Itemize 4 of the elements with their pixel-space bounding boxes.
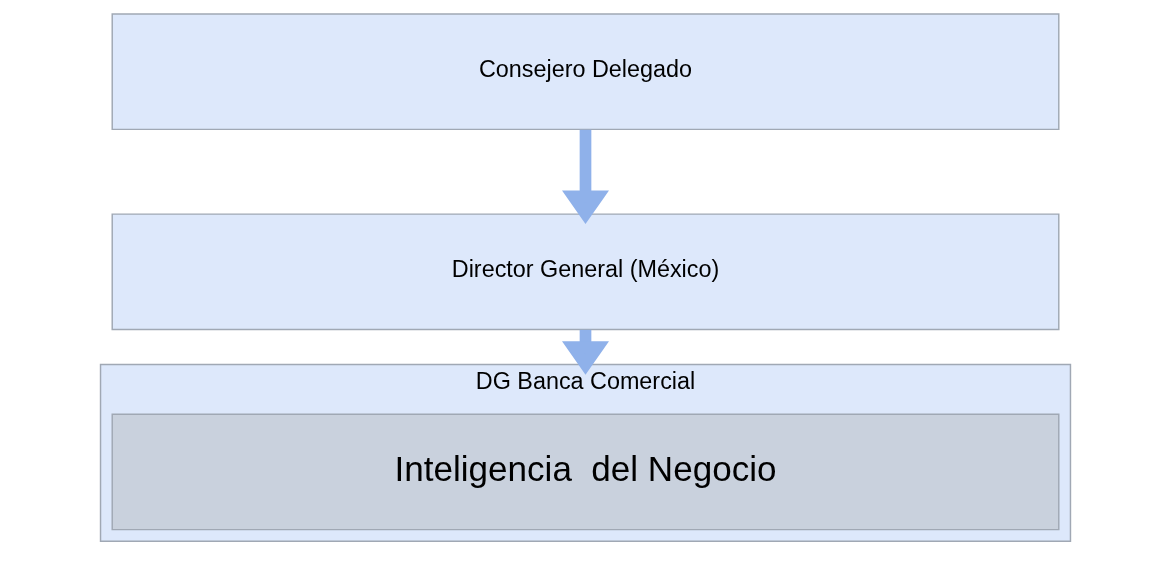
node-box: Consejero Delegado [111,13,1060,131]
node-box: Inteligencia del Negocio [111,413,1060,531]
arrow [562,129,609,225]
node-box: Director General (México) [111,213,1060,331]
